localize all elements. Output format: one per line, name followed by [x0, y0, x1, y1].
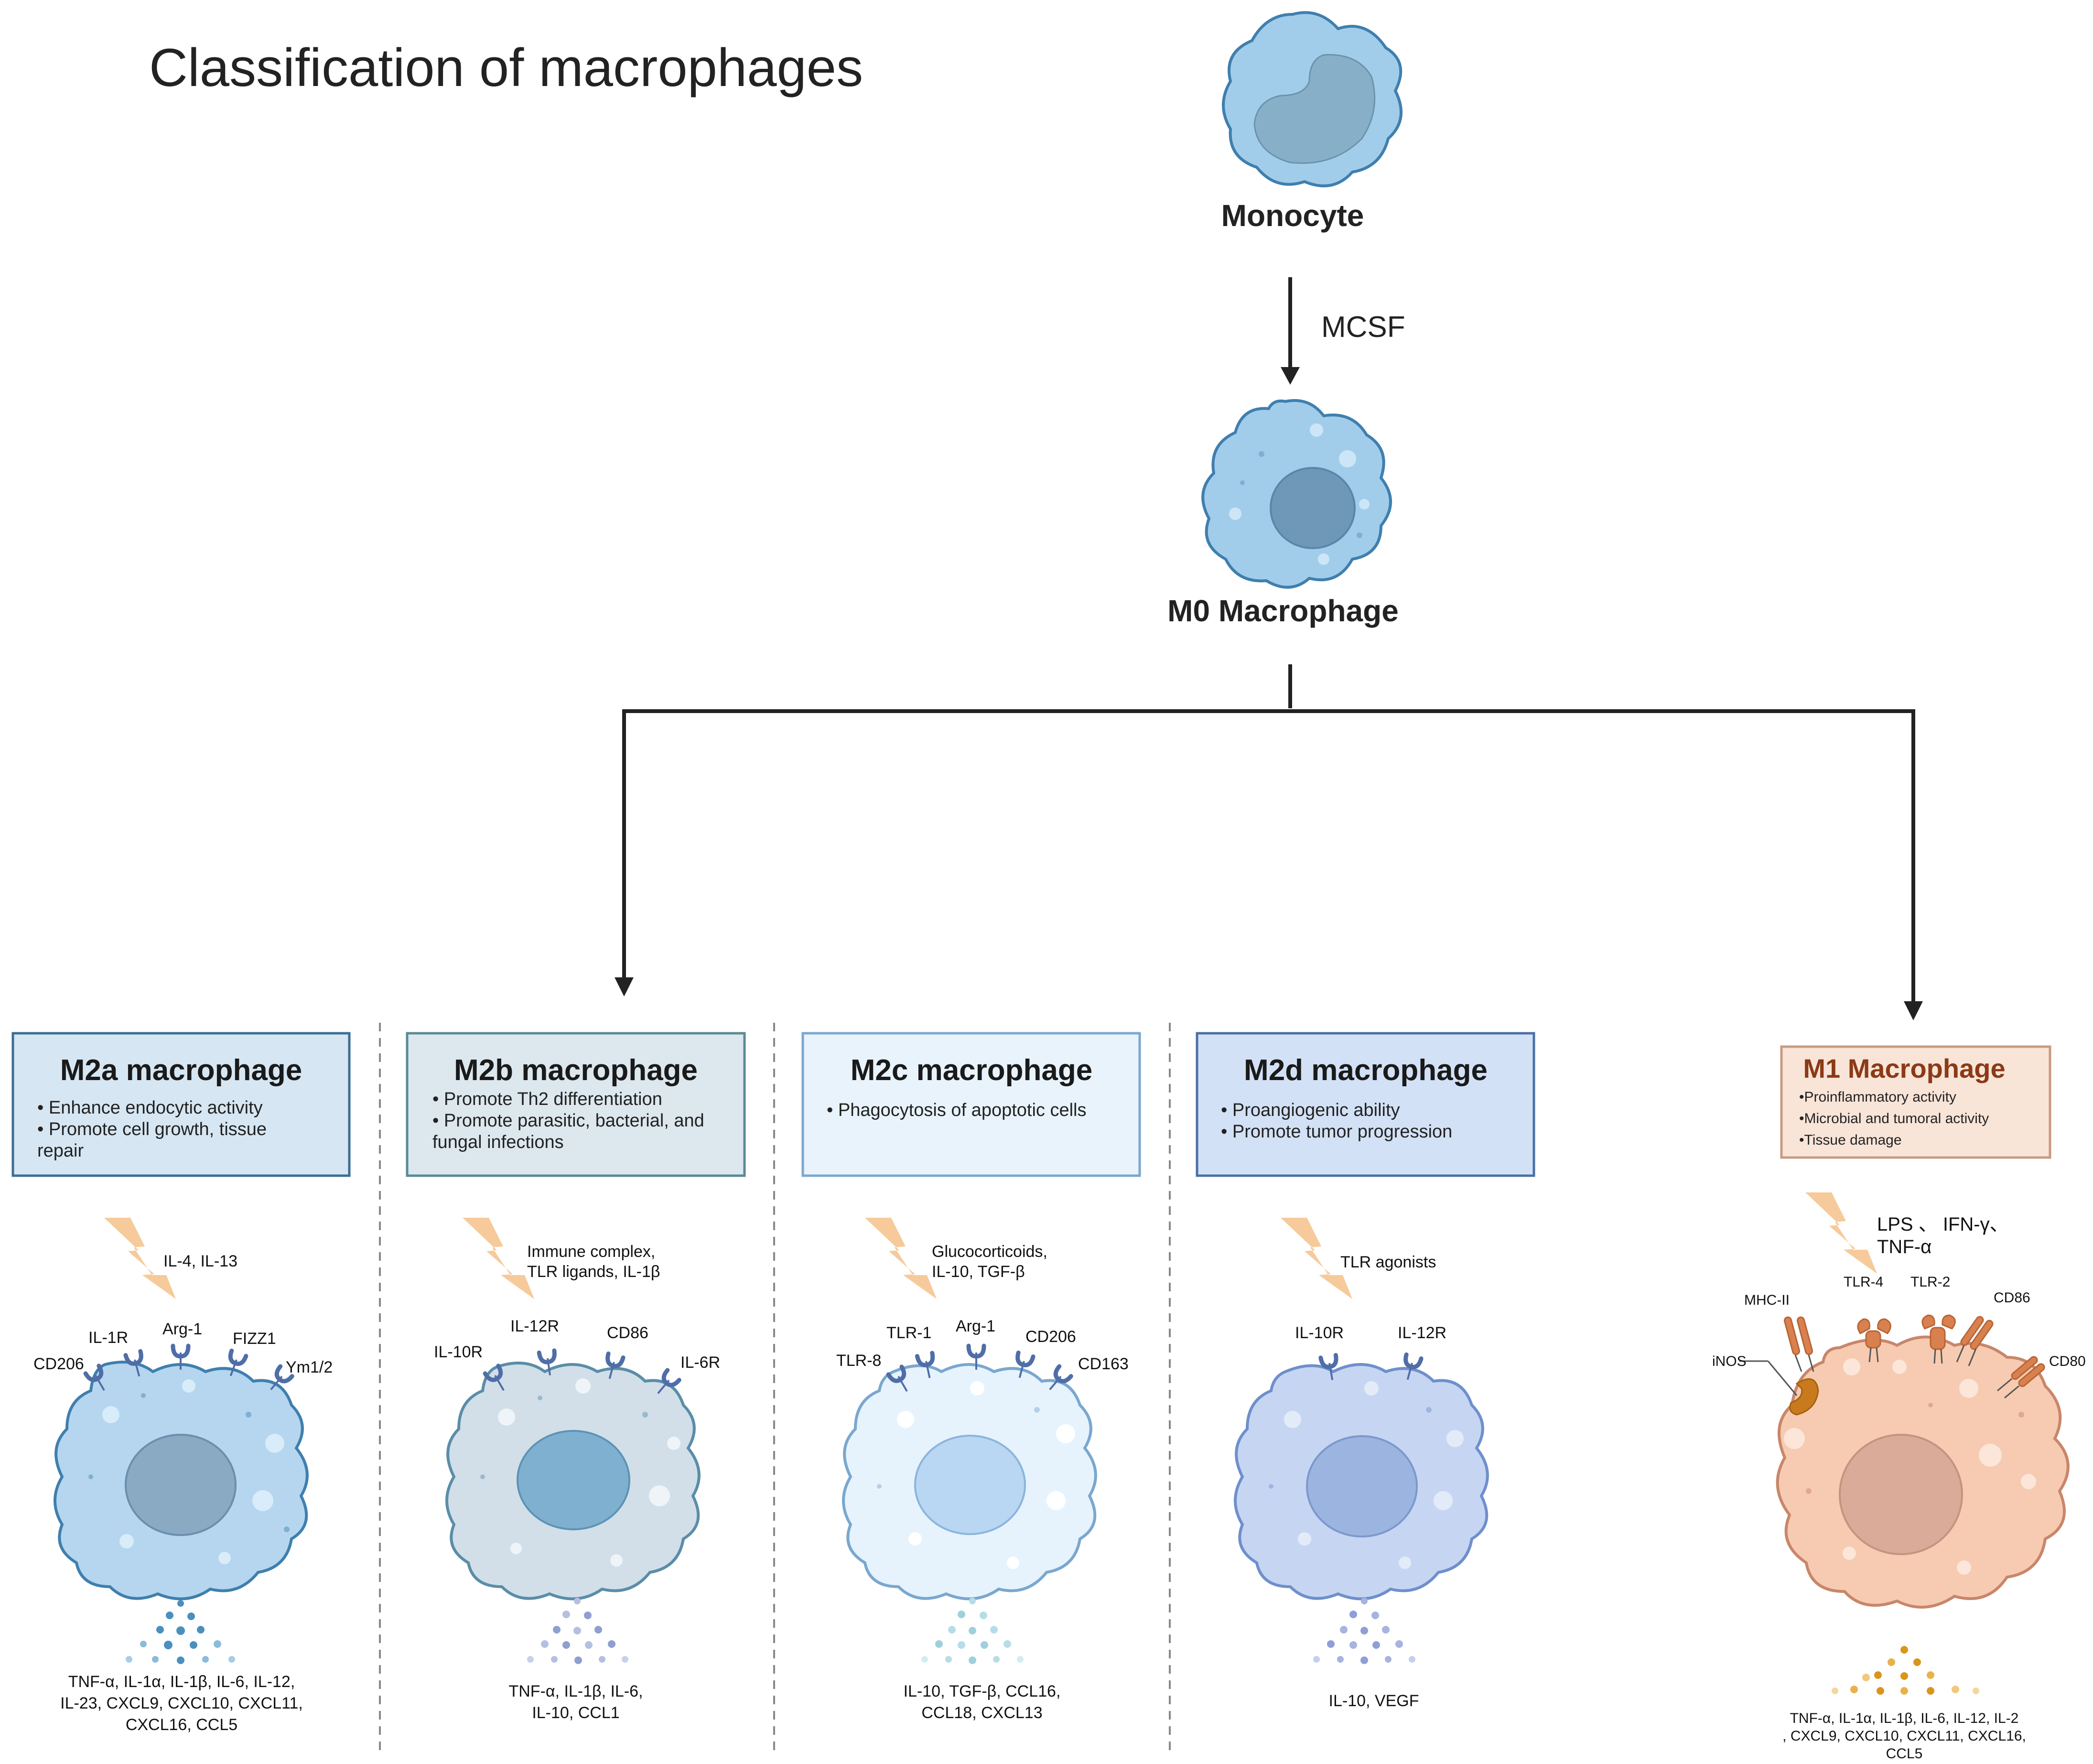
m2c-secretion-dots	[921, 1598, 1024, 1664]
m1-receptor-inos: iNOS	[1712, 1353, 1747, 1369]
m2-branch-arrow-head	[615, 977, 634, 996]
m2a-receptor-il1r: IL-1R	[88, 1329, 128, 1347]
m2a-box	[11, 1032, 351, 1177]
mcsf-label: MCSF	[1321, 311, 1405, 344]
m2b-title: M2b macrophage	[454, 1054, 698, 1087]
m2b-stimulus-line-2: TLR ligands, IL-1β	[527, 1263, 660, 1281]
m2c-stimulus-line-2: IL-10, TGF-β	[932, 1263, 1025, 1281]
m2a-panel: M2a macrophage • Enhance endocytic activ…	[11, 1032, 351, 1734]
m2d-bullet-2: • Promote tumor progression	[1221, 1122, 1452, 1142]
monocyte-label: Monocyte	[1221, 198, 1364, 233]
m2c-secreted-line-2: CCL18, CXCL13	[921, 1704, 1042, 1722]
m2b-receptor-il6r: IL-6R	[680, 1353, 720, 1372]
m1-receptor-tlr2: TLR-2	[1910, 1274, 1950, 1290]
m1-bullet-1: •Proinflammatory activity	[1799, 1089, 1956, 1105]
m1-receptors	[1783, 1314, 2045, 1416]
m2d-secreted-line-1: IL-10, VEGF	[1329, 1692, 1419, 1710]
m2a-title: M2a macrophage	[60, 1054, 302, 1087]
m1-secreted-line-1: TNF-α, IL-1α, IL-1β, IL-6, IL-12, IL-2	[1790, 1710, 2019, 1726]
m2d-title: M2d macrophage	[1244, 1054, 1488, 1087]
m2b-bullet-2: • Promote parasitic, bacterial, and	[432, 1111, 704, 1131]
m2a-bullet-3: repair	[37, 1141, 84, 1161]
m1-panel: M1 Macrophage •Proinflammatory activity …	[1712, 1045, 2086, 1762]
m1-receptor-mhc2: MHC-II	[1744, 1292, 1790, 1308]
m2c-receptor-cd206: CD206	[1025, 1328, 1076, 1346]
m2b-secretion-dots	[527, 1598, 628, 1664]
m2a-cell-icon	[54, 1361, 309, 1601]
branch-connector	[622, 664, 1915, 1004]
m2c-cell-icon	[842, 1363, 1097, 1601]
m2a-secreted-line-2: IL-23, CXCL9, CXCL10, CXCL11,	[60, 1694, 303, 1712]
m2c-receptor-arg1: Arg-1	[956, 1317, 995, 1335]
m2b-receptor-il10r: IL-10R	[434, 1343, 483, 1361]
m2a-bullet-1: • Enhance endocytic activity	[37, 1098, 263, 1118]
m1-bullet-2: •Microbial and tumoral activity	[1799, 1111, 1989, 1126]
m2c-secreted-line-1: IL-10, TGF-β, CCL16,	[904, 1682, 1061, 1700]
m2b-bullet-3: fungal infections	[432, 1132, 564, 1152]
m2d-box	[1196, 1032, 1535, 1177]
m1-stimulus-bolt-icon	[1805, 1192, 1877, 1274]
m2b-bullet-1: • Promote Th2 differentiation	[432, 1089, 662, 1109]
m1-box	[1780, 1045, 2051, 1159]
m2d-receptor-il12r: IL-12R	[1398, 1324, 1446, 1342]
m2c-title: M2c macrophage	[851, 1054, 1093, 1087]
m2d-panel: M2d macrophage • Proangiogenic ability •…	[1196, 1032, 1535, 1710]
m1-receptor-tlr4: TLR-4	[1844, 1274, 1883, 1290]
m2d-receptor-il10r: IL-10R	[1295, 1324, 1344, 1342]
m2a-receptor-ym12: Ym1/2	[286, 1358, 333, 1376]
m2c-stimulus-line-1: Glucocorticoids,	[932, 1243, 1047, 1261]
mcsf-arrow-head	[1281, 367, 1300, 385]
m1-secretion-dots	[1832, 1646, 1979, 1695]
m2d-secretion-dots	[1313, 1598, 1415, 1664]
m2b-stimulus-line-1: Immune complex,	[527, 1243, 655, 1261]
m2b-secreted-line-1: TNF-α, IL-1β, IL-6,	[508, 1682, 643, 1700]
m1-secreted-line-2: , CXCL9, CXCL10, CXCL11, CXCL16,	[1782, 1728, 2026, 1744]
m2d-bullet-1: • Proangiogenic ability	[1221, 1100, 1400, 1120]
m2b-stimulus-bolt-icon	[463, 1218, 534, 1299]
m0-macrophage-cell-icon	[1201, 399, 1392, 589]
m2b-receptor-il12r: IL-12R	[510, 1317, 559, 1335]
m2a-secreted-line-3: CXCL16, CCL5	[126, 1716, 237, 1734]
m2c-receptor-cd163: CD163	[1078, 1355, 1129, 1373]
m1-branch-arrow-head	[1904, 1001, 1923, 1020]
m2c-box	[801, 1032, 1141, 1177]
m2c-receptor-tlr8: TLR-8	[836, 1352, 881, 1370]
m1-title: M1 Macrophage	[1803, 1053, 2005, 1083]
m1-stimulus-line-1: LPS 、 IFN-γ、	[1877, 1214, 2009, 1235]
m2a-secretion-dots	[126, 1600, 235, 1664]
m2a-receptor-fizz1: FIZZ1	[233, 1330, 276, 1348]
m1-bullet-3: •Tissue damage	[1799, 1132, 1902, 1148]
m2a-receptor-cd206: CD206	[33, 1355, 84, 1373]
m2c-receptor-tlr1: TLR-1	[886, 1324, 931, 1342]
m2d-cell-icon	[1234, 1363, 1489, 1601]
m2a-stimulus: IL-4, IL-13	[163, 1252, 237, 1270]
m1-receptor-cd80: CD80	[2049, 1353, 2086, 1369]
m2a-receptor-arg1: Arg-1	[162, 1320, 202, 1338]
m1-stimulus-line-2: TNF-α	[1877, 1236, 1931, 1257]
m2b-box	[406, 1032, 746, 1177]
m2b-receptor-cd86: CD86	[607, 1324, 648, 1342]
m2b-cell-icon	[445, 1362, 701, 1601]
m1-receptor-stems	[1739, 1345, 2019, 1399]
m1-receptor-cd86: CD86	[1994, 1290, 2030, 1306]
m2c-panel: M2c macrophage • Phagocytosis of apoptot…	[801, 1032, 1141, 1722]
m2b-panel: M2b macrophage • Promote Th2 differentia…	[406, 1032, 746, 1722]
m2a-secreted-line-1: TNF-α, IL-1α, IL-1β, IL-6, IL-12,	[68, 1673, 295, 1691]
monocyte-cell-icon	[1222, 11, 1403, 187]
diagram-title: Classification of macrophages	[149, 38, 863, 97]
m1-secreted-line-3: CCL5	[1886, 1746, 1923, 1762]
m2c-bullet-1: • Phagocytosis of apoptotic cells	[827, 1100, 1087, 1120]
m0-macrophage-label: M0 Macrophage	[1167, 594, 1399, 628]
m2c-stimulus-bolt-icon	[865, 1218, 937, 1299]
m2a-bullet-2: • Promote cell growth, tissue	[37, 1119, 267, 1139]
m1-cell-icon	[1776, 1335, 2070, 1609]
m2b-secreted-line-2: IL-10, CCL1	[532, 1704, 619, 1722]
m2d-stimulus: TLR agonists	[1340, 1253, 1436, 1271]
